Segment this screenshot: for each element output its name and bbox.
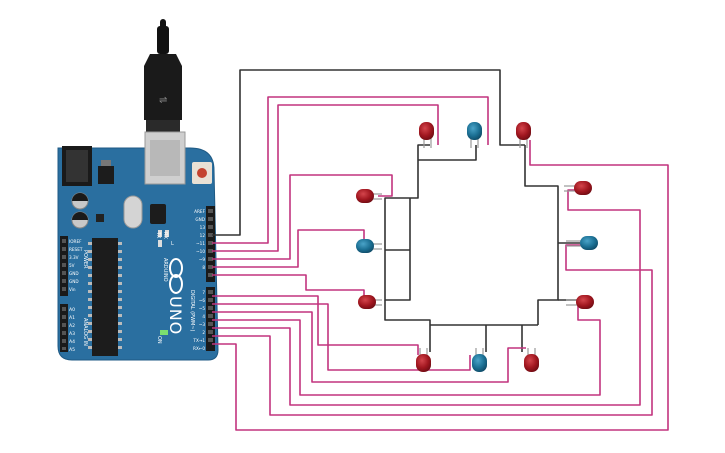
digital-label: DIGITAL (PWM~) bbox=[189, 290, 195, 332]
led-right-3[interactable] bbox=[566, 295, 594, 309]
led-top-1[interactable] bbox=[419, 122, 434, 148]
led-left-1[interactable] bbox=[356, 189, 382, 203]
led-bottom-2[interactable] bbox=[472, 348, 487, 372]
pin-label-13: 13 bbox=[200, 225, 206, 230]
model-label: UNO bbox=[166, 296, 185, 335]
pin-label-2: 2 bbox=[202, 330, 205, 335]
power-label: POWER bbox=[82, 250, 88, 269]
gnd-wire-top-left bbox=[384, 144, 430, 301]
signal-wire-6 bbox=[212, 303, 471, 371]
signal-wire-10 bbox=[212, 229, 365, 268]
usb-strain-relief bbox=[157, 26, 169, 54]
on-led bbox=[160, 330, 168, 335]
pin-label-1: TX→1 bbox=[192, 338, 205, 343]
led-bottom-1[interactable] bbox=[416, 348, 431, 372]
pin-label-a1: A1 bbox=[69, 315, 75, 321]
signal-wire-1 bbox=[212, 140, 669, 431]
usb-cable: ⇌ bbox=[144, 19, 182, 132]
pin-label-gnd-2: GND bbox=[69, 279, 79, 284]
led-left-2[interactable] bbox=[356, 239, 382, 253]
l-led bbox=[158, 240, 162, 247]
arduino-board[interactable]: IOREF RESET 3.3V 5V GND GND Vin A0 A1 A2… bbox=[57, 131, 219, 361]
signal-wire-5 bbox=[212, 311, 526, 383]
signal-wire-12 bbox=[212, 104, 439, 252]
gnd-wire-top-right bbox=[524, 145, 559, 325]
pin-label-6: ~6 bbox=[199, 298, 206, 303]
signal-wire-9 bbox=[212, 274, 365, 302]
pin-label-5v: 5V bbox=[69, 263, 75, 268]
pin-label-reset: RESET bbox=[69, 247, 83, 252]
on-label: ON bbox=[156, 336, 162, 344]
signal-wire-4 bbox=[212, 306, 601, 396]
gnd-wire-left-bottom bbox=[384, 300, 431, 352]
pin-label-7: 7 bbox=[202, 290, 205, 295]
pin-label-a5: A5 bbox=[69, 347, 75, 353]
pin-label-ioref: IOREF bbox=[69, 239, 82, 244]
digital-pin-labels: AREF GND 13 12 ~11 ~10 ~9 8 7 ~6 ~5 4 ~3… bbox=[192, 209, 205, 351]
pin-label-8: 8 bbox=[202, 265, 205, 270]
l-label: L bbox=[171, 241, 174, 247]
usb-plug-body bbox=[144, 54, 182, 120]
signal-wire-11 bbox=[212, 174, 393, 260]
led-bottom-3[interactable] bbox=[524, 348, 539, 372]
pin-label-0: RX←0 bbox=[193, 346, 205, 351]
pin-label-a2: A2 bbox=[69, 323, 75, 329]
led-right-2[interactable] bbox=[566, 236, 598, 250]
pin-label-12: 12 bbox=[200, 233, 206, 238]
rx-label: RX bbox=[162, 232, 168, 239]
pin-label-11: ~11 bbox=[196, 241, 205, 246]
digital-header-low bbox=[206, 287, 215, 351]
chip-pins bbox=[88, 242, 122, 349]
pin-label-5: ~5 bbox=[199, 306, 206, 311]
wires bbox=[212, 69, 669, 431]
gnd-wire-top-mid bbox=[418, 145, 477, 161]
pin-label-10: ~10 bbox=[196, 249, 205, 254]
arduino-logo bbox=[169, 258, 183, 294]
power-pin-labels: IOREF RESET 3.3V 5V GND GND Vin bbox=[69, 239, 83, 292]
pin-label-gnd-1: GND bbox=[69, 271, 79, 276]
signal-wire-13 bbox=[212, 96, 489, 244]
pin-label-9: ~9 bbox=[199, 257, 206, 262]
analog-header bbox=[60, 304, 68, 352]
led-left-3[interactable] bbox=[358, 295, 382, 309]
usb-chip bbox=[150, 204, 166, 224]
analog-label: ANALOG IN bbox=[82, 318, 88, 346]
rx-led bbox=[165, 230, 169, 237]
led-top-3[interactable] bbox=[516, 122, 531, 148]
signal-wire-3 bbox=[212, 189, 641, 406]
voltage-regulator bbox=[98, 166, 114, 184]
pin-label-4: 4 bbox=[202, 314, 205, 319]
analog-pin-labels: A0 A1 A2 A3 A4 A5 bbox=[69, 307, 75, 353]
signal-wire-2 bbox=[212, 244, 653, 416]
tx-label: TX bbox=[155, 231, 161, 239]
pin-label-a3: A3 bbox=[69, 331, 75, 337]
pin-label-gnd: GND bbox=[195, 217, 205, 222]
led-right-1[interactable] bbox=[564, 181, 592, 195]
pin-label-a4: A4 bbox=[69, 339, 75, 345]
usb-symbol: ⇌ bbox=[159, 95, 167, 106]
brand-label: ARDUINO bbox=[162, 258, 168, 282]
signal-wire-7 bbox=[212, 295, 419, 355]
tx-led bbox=[158, 230, 162, 237]
led-group bbox=[356, 122, 598, 372]
pin-label-3v3: 3.3V bbox=[69, 255, 79, 260]
gnd-wire-main bbox=[212, 69, 525, 236]
pin-label-vin: Vin bbox=[69, 287, 76, 292]
pin-label-a0: A0 bbox=[69, 307, 75, 313]
led-top-2[interactable] bbox=[467, 122, 482, 148]
board-led-labels: TX RX L ON bbox=[155, 231, 174, 344]
atmega-chip bbox=[92, 238, 118, 356]
pin-label-3: ~3 bbox=[199, 322, 206, 327]
pin-label-aref: AREF bbox=[194, 209, 205, 214]
crystal bbox=[123, 195, 143, 229]
